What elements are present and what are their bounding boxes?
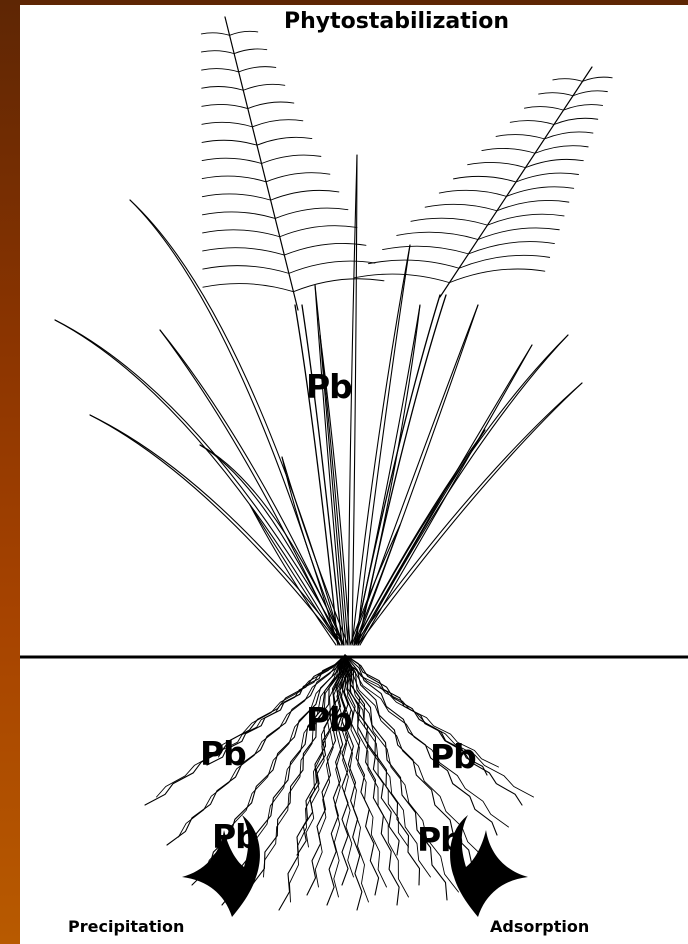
spikelet — [230, 31, 258, 35]
spikelet — [289, 261, 375, 273]
spikelet — [239, 67, 276, 72]
lead-label-root-center: Pb — [306, 703, 352, 736]
leaf-blade — [250, 505, 340, 645]
spikelet — [248, 102, 294, 109]
spikelet — [564, 105, 603, 111]
spikelet — [488, 214, 565, 225]
spikelet — [478, 228, 559, 240]
spikelet — [203, 248, 285, 255]
spikelet — [539, 93, 573, 96]
spikelet — [497, 200, 569, 210]
leaf-blade — [55, 320, 340, 645]
spikelet — [243, 84, 285, 90]
precipitation-label: Precipitation — [68, 919, 184, 935]
spikelet — [293, 279, 384, 292]
spikelet — [496, 135, 544, 139]
spikelet — [203, 284, 294, 292]
spikelet — [510, 121, 554, 125]
spikelet — [202, 140, 257, 145]
spikelet — [526, 159, 584, 167]
spikelet — [516, 173, 579, 182]
spikelet — [202, 122, 252, 127]
spikelet — [201, 51, 234, 54]
spikelet — [545, 132, 593, 139]
diagram-art — [20, 5, 688, 944]
spikelet — [275, 208, 348, 218]
spikelet — [439, 190, 506, 196]
adsorption-label: Adsorption — [490, 919, 589, 935]
spikelet — [203, 230, 280, 237]
spikelet — [202, 104, 248, 108]
spikelet — [257, 137, 312, 145]
spikelet — [252, 120, 302, 127]
spikelet — [482, 148, 535, 153]
diagram-panel: Phytostabilization Pb Pb Pb Pb Pb Pb Pre… — [20, 5, 688, 944]
lead-label-root-right-lower: Pb — [417, 823, 463, 856]
spikelet — [284, 243, 366, 255]
spikelet — [202, 69, 239, 72]
spikelet — [469, 242, 555, 254]
spikelet — [459, 255, 550, 268]
spikelet — [202, 212, 275, 219]
spikelet — [202, 158, 261, 163]
spikelet — [468, 162, 526, 167]
spikelet — [202, 194, 270, 200]
leaf-blade — [315, 285, 344, 645]
grass-plant-icon — [55, 17, 612, 645]
diagram-title: Phytostabilization — [284, 11, 509, 33]
lead-label-stem: Pb — [306, 370, 352, 403]
spikelet — [368, 260, 459, 268]
leaf-blade — [358, 335, 568, 645]
spikelet — [554, 118, 598, 124]
spikelet — [425, 204, 497, 210]
spikelet — [450, 269, 545, 283]
lead-label-root-right: Pb — [430, 740, 476, 773]
leaf-blade — [356, 245, 410, 645]
leaf-blade — [90, 415, 340, 645]
spikelet — [535, 146, 588, 154]
spikelet — [271, 190, 339, 200]
spikelet — [262, 155, 321, 163]
leaf-blade — [354, 525, 400, 645]
spikelet — [524, 107, 563, 111]
spikelet — [280, 226, 357, 237]
spikelet — [507, 187, 574, 197]
spikelet — [583, 77, 613, 81]
spikelet — [234, 49, 267, 54]
leaf-blade — [358, 383, 582, 645]
spikelet — [202, 176, 266, 182]
spikelet — [201, 33, 229, 36]
spikelet — [383, 246, 469, 254]
spikelet — [553, 79, 583, 82]
spikelet — [266, 173, 330, 182]
spikelet — [411, 218, 488, 225]
lead-label-root-left-lower: Pb — [212, 820, 258, 853]
lead-label-root-left: Pb — [200, 737, 246, 770]
spikelet — [354, 274, 449, 283]
root-strand — [345, 655, 522, 805]
spikelet — [203, 266, 289, 274]
leaf-blade — [354, 383, 582, 645]
spikelet — [454, 176, 517, 182]
spikelet — [397, 232, 478, 239]
spikelet — [202, 87, 244, 91]
spikelet — [573, 91, 607, 96]
